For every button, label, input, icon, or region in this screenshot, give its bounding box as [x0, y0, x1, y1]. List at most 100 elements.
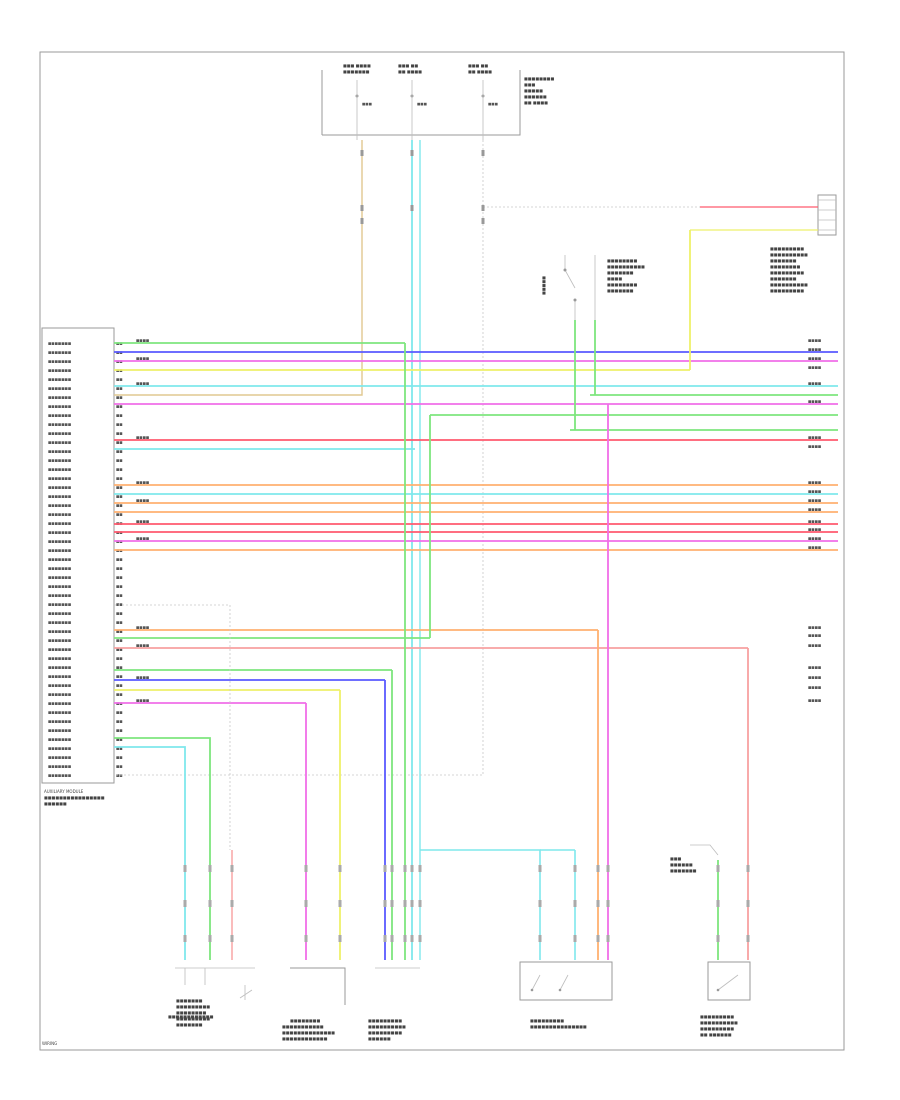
svg-text:■■■■■■■: ■■■■■■■ [670, 868, 697, 873]
module-pin-label: ■■■■■■■ [48, 630, 71, 634]
connector-mark [304, 865, 308, 872]
svg-text:■■■: ■■■ [670, 856, 682, 861]
svg-text:■■■■■■■■: ■■■■■■■■ [524, 76, 554, 81]
connector-mark [304, 900, 308, 907]
wire-tag: ■■■■ [136, 699, 149, 703]
connector-mark [538, 935, 542, 942]
module-pin-label: ■■■■■■■ [48, 558, 71, 562]
main-module-label: AUXILIARY MODULE [44, 789, 84, 794]
connector-mark [573, 900, 577, 907]
connector-mark [481, 150, 485, 156]
svg-text:■■■■: ■■■■ [607, 276, 622, 281]
module-pin-label: ■■■■■■■ [48, 504, 71, 508]
module-pin-label: ■■■■■■■ [48, 666, 71, 670]
module-pin-number: ■■ [116, 729, 123, 733]
module-pin-number: ■■ [116, 630, 123, 634]
module-pin-number: ■■ [116, 432, 123, 436]
connector-mark [746, 935, 750, 942]
svg-text:■■■: ■■■ [488, 102, 498, 106]
wire-gray-left [114, 604, 231, 850]
svg-text:■■■■■■■: ■■■■■■■ [770, 276, 797, 281]
module-pin-number: ■■ [116, 567, 123, 571]
svg-text:■■■: ■■■ [524, 82, 536, 87]
module-pin-label: ■■■■■■■ [48, 729, 71, 733]
svg-text:■■■■■■■: ■■■■■■■ [176, 1022, 203, 1027]
connector-mark [410, 865, 414, 872]
module-pin-number: ■■ [116, 576, 123, 580]
module-pin-label: ■■■■■■■ [48, 522, 71, 526]
module-pin-label: ■■■■■■■ [48, 540, 71, 544]
svg-text:■■■■■■■■■: ■■■■■■■■■ [770, 270, 804, 275]
svg-text:■■■■■■■■■■: ■■■■■■■■■■ [368, 1024, 406, 1029]
module-pin-label: ■■■■■■■ [48, 414, 71, 418]
component-right-switch-pair: ■■■■■■■■■ ■■■■■■■■■■■■■■■ [519, 961, 613, 1029]
connector-mark [230, 900, 234, 907]
wire-tag: ■■■■ [808, 436, 821, 440]
connector-mark [410, 205, 414, 211]
wire-tag: ■■■■ [808, 339, 821, 343]
svg-text:■■■■■■■■: ■■■■■■■■ [770, 264, 800, 269]
wire-tag: ■■■■ [808, 508, 821, 512]
module-pin-number: ■■ [116, 666, 123, 670]
wire-tag: ■■■■ [808, 699, 821, 703]
svg-text:■■■■■■■■■■■■: ■■■■■■■■■■■■ [168, 1014, 214, 1019]
wire-tag: ■■■■ [808, 546, 821, 550]
module-pin-label: ■■■■■■■ [48, 576, 71, 580]
svg-text:■■■: ■■■ [362, 102, 372, 106]
module-pin-number: ■■ [116, 414, 123, 418]
svg-text:■■■ ■■■■: ■■■ ■■■■ [343, 63, 371, 68]
connector-mark [403, 865, 407, 872]
wire-tag: ■■■■ [136, 481, 149, 485]
module-pin-number: ■■ [116, 747, 123, 751]
module-pin-number: ■■ [116, 774, 123, 778]
module-pin-label: ■■■■■■■ [48, 747, 71, 751]
svg-text:■■■■■■■■■: ■■■■■■■■■ [176, 1016, 210, 1021]
connector-mark [183, 935, 187, 942]
module-pin-label: ■■■■■■■ [48, 675, 71, 679]
module-pin-number: ■■ [116, 756, 123, 760]
module-pin-number: ■■ [116, 738, 123, 742]
module-pin-label: ■■■■■■■ [48, 684, 71, 688]
connector-mark [410, 935, 414, 942]
module-pin-label: ■■■■■■■ [48, 612, 71, 616]
module-pin-label: ■■■■■■■ [48, 405, 71, 409]
module-pin-label: ■■■■■■■ [48, 369, 71, 373]
wire-tag: ■■■■ [808, 520, 821, 524]
module-pin-labels: ■■■■■■■■■■■■■■■■■■■■■■■■■■■■■■■■■■■■■■■■… [48, 342, 123, 778]
svg-text:■■■■■■■■■: ■■■■■■■■■ [176, 1004, 210, 1009]
module-pin-number: ■■ [116, 504, 123, 508]
module-pin-number: ■■ [116, 711, 123, 715]
svg-text:■■■■■■: ■■■■■■ [368, 1036, 391, 1041]
wire-cyan-right [420, 849, 541, 960]
wire-tag: ■■■■ [136, 537, 149, 541]
module-pin-label: ■■■■■■■ [48, 567, 71, 571]
connector-mark [481, 205, 485, 211]
module-pin-label: ■■■■■■■ [48, 738, 71, 742]
wire-tag: ■■■■ [808, 626, 821, 630]
module-pin-label: ■■■■■■■ [48, 621, 71, 625]
module-pin-number: ■■ [116, 657, 123, 661]
right-connector: ■■■■■■■■■ ■■■■■■■■■■ ■■■■■■■ ■■■■■■■■ ■■… [770, 194, 837, 293]
module-pin-label: ■■■■■■■ [48, 549, 71, 553]
connector-mark [410, 150, 414, 156]
connector-mark [418, 865, 422, 872]
svg-text:■■■■■■■■■: ■■■■■■■■■ [700, 1026, 734, 1031]
module-pin-label: ■■■■■■■ [48, 594, 71, 598]
component-center-left-switch: ■■■■■■■■ ■■■■■■■■■■■ ■■■■■■■■■■■■■■ ■■■■… [282, 967, 346, 1041]
module-pin-number: ■■ [116, 486, 123, 490]
connector-mark [383, 900, 387, 907]
connector-mark [360, 205, 364, 211]
svg-text:■■■■■■■■■■: ■■■■■■■■■■ [700, 1020, 738, 1025]
svg-text:■■■■■■■■: ■■■■■■■■ [607, 282, 637, 287]
svg-text:■■■■■■■■■: ■■■■■■■■■ [368, 1018, 402, 1023]
wire-tag: ■■■■ [808, 676, 821, 680]
connector-mark [383, 935, 387, 942]
svg-text:■■■ ■■: ■■■ ■■ [468, 63, 488, 68]
connector-mark [596, 935, 600, 942]
module-pin-label: ■■■■■■■ [48, 378, 71, 382]
wire-tag: ■■■■ [136, 520, 149, 524]
svg-text:■■■■■■■■■: ■■■■■■■■■ [770, 246, 804, 251]
connector-mark [573, 935, 577, 942]
wire-tag: ■■■■ [808, 686, 821, 690]
svg-text:■■■■■■■■■■■■■■■■: ■■■■■■■■■■■■■■■■ [44, 795, 105, 800]
